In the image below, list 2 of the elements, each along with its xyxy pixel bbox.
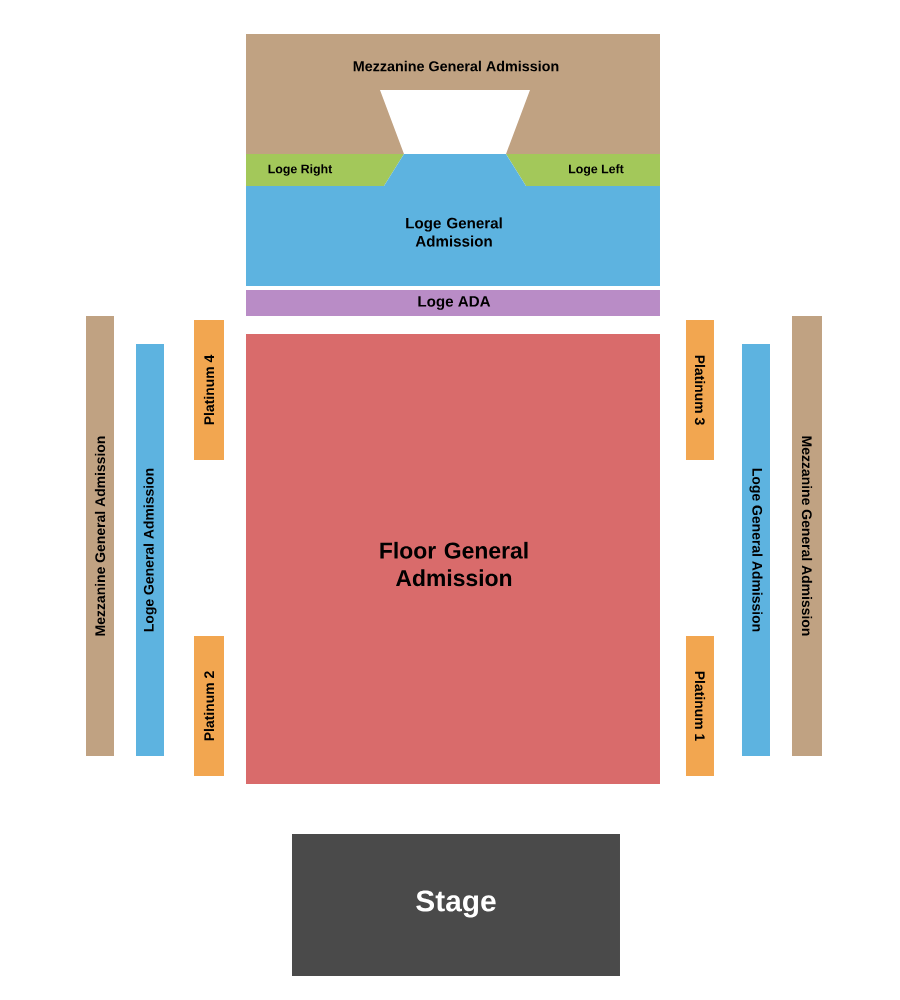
stage: Stage — [292, 834, 620, 976]
seating-section: Floor General Admission — [246, 334, 660, 784]
